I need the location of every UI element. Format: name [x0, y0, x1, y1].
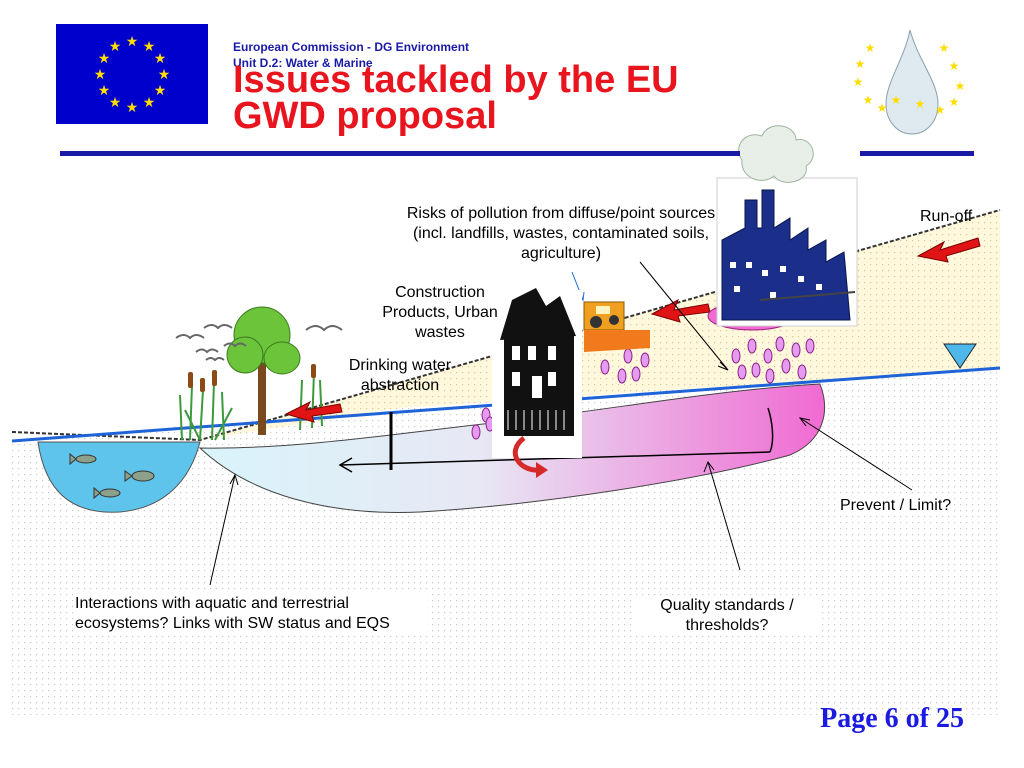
- svg-text:★: ★: [939, 41, 950, 55]
- red-arrows: [284, 237, 981, 423]
- svg-text:★: ★: [853, 75, 864, 89]
- birds-icon: [175, 324, 343, 362]
- eu-flag-icon: ★★★ ★★★ ★★★ ★★★: [56, 24, 208, 124]
- org-name: European Commission - DG Environment: [233, 40, 470, 54]
- svg-text:★: ★: [109, 94, 122, 110]
- svg-text:★: ★: [863, 93, 874, 107]
- svg-text:★: ★: [94, 66, 107, 82]
- svg-text:★: ★: [855, 57, 866, 71]
- water-table-line: [11, 366, 1001, 443]
- label-risks: Risks of pollution from diffuse/point so…: [406, 205, 716, 262]
- svg-text:★: ★: [915, 97, 926, 111]
- factory-icon: [716, 125, 858, 327]
- label-interactions: Interactions with aquatic and terrestria…: [75, 594, 427, 634]
- contaminant-dots: [471, 336, 815, 440]
- svg-text:★: ★: [935, 103, 946, 117]
- svg-text:★: ★: [98, 50, 111, 66]
- unit-name: Unit D.2: Water & Marine: [233, 56, 373, 70]
- label-runoff: Run-off: [920, 208, 973, 225]
- title-line-1: Issues tackled by the EU: [233, 59, 679, 101]
- svg-text:★: ★: [891, 93, 902, 107]
- fish-icon: [69, 452, 155, 500]
- flow-line: [339, 451, 771, 466]
- svg-text:★: ★: [949, 95, 960, 109]
- svg-text:★: ★: [109, 38, 122, 54]
- page-title: Issues tackled by the EU GWD proposal: [233, 59, 793, 137]
- header-rule-left: [60, 151, 740, 156]
- svg-text:★: ★: [158, 66, 171, 82]
- svg-text:★: ★: [98, 82, 111, 98]
- svg-text:★: ★: [126, 33, 139, 49]
- svg-text:★: ★: [143, 94, 156, 110]
- tractor-icon: [583, 301, 650, 352]
- label-quality-standards: Quality standards / thresholds?: [632, 596, 822, 636]
- label-drinking-water: Drinking water abstraction: [348, 357, 452, 394]
- svg-text:★: ★: [154, 50, 167, 66]
- svg-text:★: ★: [143, 38, 156, 54]
- page-number: Page 6 of 25: [820, 703, 964, 734]
- svg-text:★: ★: [949, 59, 960, 73]
- label-construction: Construction Products, Urban wastes: [382, 284, 498, 341]
- svg-text:★: ★: [126, 99, 139, 115]
- water-drop-logo-icon: ★★★ ★★★ ★★★ ★★★: [853, 29, 966, 135]
- svg-text:★: ★: [865, 41, 876, 55]
- svg-text:★: ★: [877, 101, 888, 115]
- svg-text:★: ★: [154, 82, 167, 98]
- title-line-2: GWD proposal: [233, 95, 497, 137]
- water-table-triangle-icon: [943, 343, 977, 369]
- cattail-icon: [188, 364, 316, 392]
- house-icon: [492, 288, 582, 478]
- svg-text:★: ★: [955, 79, 966, 93]
- header-rule-right: [860, 151, 974, 156]
- pointer-lines: [209, 261, 913, 586]
- label-prevent-limit: Prevent / Limit?: [840, 496, 952, 516]
